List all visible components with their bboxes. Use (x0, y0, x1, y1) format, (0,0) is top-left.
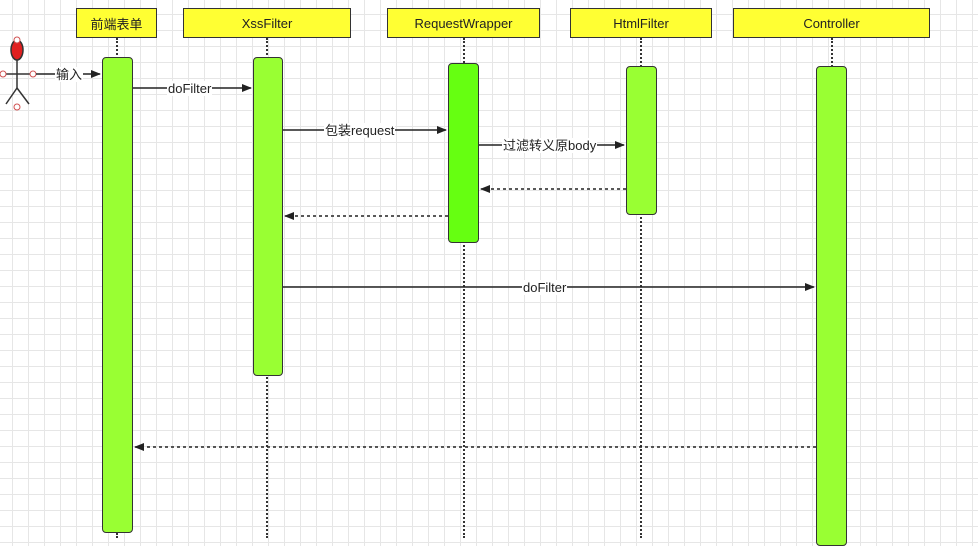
actor-icon[interactable] (0, 36, 37, 111)
activation-xssfilter[interactable] (253, 57, 283, 376)
lifeline-header-frontend-form[interactable]: 前端表单 (76, 8, 157, 38)
lifeline-htmlfilter (640, 38, 642, 538)
lifeline-header-xssfilter[interactable]: XssFilter (183, 8, 351, 38)
message-label-wrap-request: 包装request (324, 123, 396, 138)
lifeline-header-controller[interactable]: Controller (733, 8, 930, 38)
message-label-dofilter-2: doFilter (522, 280, 568, 295)
message-label-dofilter-1: doFilter (167, 81, 213, 96)
activation-frontend-form[interactable] (102, 57, 133, 533)
lifeline-requestwrapper (463, 38, 465, 538)
lifeline-header-requestwrapper[interactable]: RequestWrapper (387, 8, 540, 38)
lifeline-header-htmlfilter[interactable]: HtmlFilter (570, 8, 712, 38)
activation-htmlfilter[interactable] (626, 66, 657, 215)
activation-controller[interactable] (816, 66, 847, 546)
activation-requestwrapper[interactable] (448, 63, 479, 243)
message-label-filter-body: 过滤转义原body (502, 138, 598, 153)
message-label-input: 输入 (55, 67, 84, 82)
